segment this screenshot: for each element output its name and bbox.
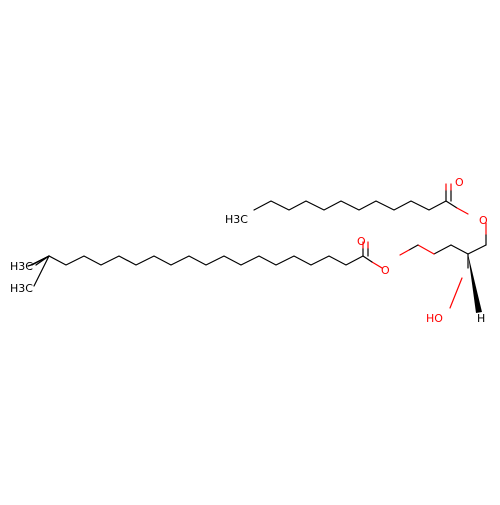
- backbone-bond-3: [433, 244, 452, 255]
- ester-mid-o-c2: [362, 255, 373, 263]
- stereo-hydrogen-label: H: [477, 312, 485, 325]
- branch-to-methyl-top: [27, 264, 32, 267]
- ester-mid-ch2: [408, 244, 419, 251]
- glycerol-backbone: [399, 244, 487, 313]
- carbonyl-oxygen-top: O: [455, 176, 464, 189]
- ester-mid-bond-o: [417, 244, 435, 255]
- stereo-wedge: [468, 254, 482, 313]
- backbone-bond-2: [450, 244, 469, 255]
- ester-mid-bond-o2: [399, 249, 410, 256]
- branch-methyl-upper: [31, 255, 50, 266]
- isomyristoyl-ester: [362, 241, 383, 269]
- branched-chain-bonds: [35, 255, 364, 266]
- ester-mid-o-c: [371, 261, 383, 269]
- decanoyl-chain-bonds: [253, 200, 447, 211]
- ester-top-bond-c: [445, 200, 458, 209]
- decanoyl-chain: [253, 183, 487, 246]
- branch-to-methyl-bottom: [33, 255, 50, 287]
- carbonyl-oxygen-mid: O: [357, 235, 366, 248]
- ester-oxygen-top: O: [479, 214, 488, 227]
- methyl-label-top: H3C: [10, 260, 33, 273]
- hydroxyl-label: HO: [426, 312, 443, 325]
- hydroxyl-bond-o: [449, 277, 463, 309]
- methyl-label-bottom: H3C: [10, 282, 33, 295]
- ester-top-bond-o: [456, 207, 469, 215]
- branched-acyl-chain: [30, 255, 364, 266]
- backbone-bond-1: [467, 244, 487, 255]
- ester-oxygen-mid: O: [381, 264, 390, 277]
- methyl-label-decanoyl: H3C: [225, 213, 248, 226]
